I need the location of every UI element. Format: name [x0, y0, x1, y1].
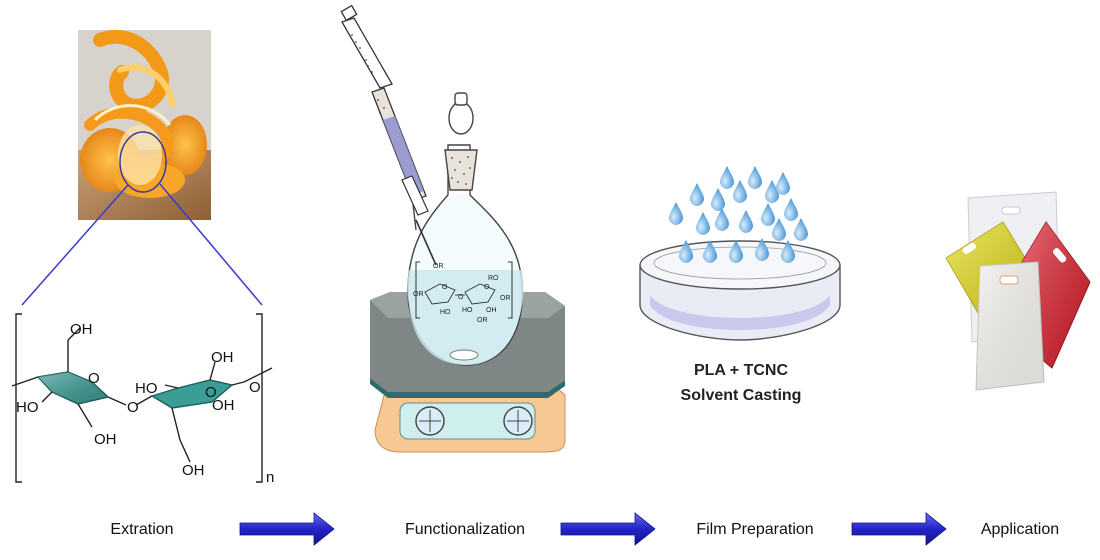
ring-o-3: O	[484, 284, 490, 291]
drop-15	[794, 218, 808, 241]
ho-label-1: HO	[16, 399, 39, 416]
drop-7	[776, 172, 790, 195]
drop-10	[715, 208, 729, 231]
ring-o-1: O	[442, 284, 448, 291]
oh-label-5: OH	[182, 462, 205, 479]
flask-stopper	[444, 92, 478, 191]
solvent-drops	[669, 166, 808, 263]
drop-14	[772, 218, 786, 241]
drop-1	[720, 166, 734, 189]
drop-9	[696, 212, 710, 235]
ring-oxygen-2: O	[127, 399, 139, 416]
oh-label-4: OH	[212, 397, 235, 414]
bag-white-front	[975, 261, 1045, 391]
left-bracket	[15, 313, 22, 483]
drop-3	[690, 183, 704, 206]
oh-label-3: OH	[94, 431, 117, 448]
oh-label-1: OH	[70, 321, 93, 338]
or-label-3: OR	[413, 291, 424, 298]
ho-flask-2: HO	[462, 307, 473, 314]
right-bracket	[256, 313, 263, 483]
or-label-1: OR	[433, 263, 444, 270]
arrow-right-icon-3	[851, 512, 947, 546]
ring-oxygen-4: O	[249, 379, 261, 396]
syringe-needle	[415, 219, 437, 266]
stage-label-application: Application	[981, 521, 1059, 538]
cellulose-structure	[11, 313, 273, 483]
drop-18	[729, 240, 743, 263]
or-label-5: OR	[500, 295, 511, 302]
or-label-4: OR	[477, 317, 488, 324]
arrow-right-icon-2	[560, 512, 656, 546]
or-label-2: RO	[488, 275, 499, 282]
drop-6	[765, 180, 779, 203]
arrow-right-icon-1	[239, 512, 335, 546]
drop-5	[733, 180, 747, 203]
round-bottom-flask	[398, 92, 524, 366]
drop-16	[679, 240, 693, 263]
knob-right	[503, 406, 533, 436]
cellulose-labels: OH OH HO HO OH OH OH O O O O n	[16, 321, 274, 486]
ring-oxygen-3: O	[205, 384, 217, 401]
flask-molecule-labels: OR RO OR OR OR O O O HO HO OH	[413, 263, 511, 324]
syringe	[340, 4, 437, 266]
stage-label-extraction: Extration	[110, 521, 173, 538]
drop-2	[748, 166, 762, 189]
drop-8	[669, 202, 683, 225]
drop-17	[703, 240, 717, 263]
zoom-line-right	[159, 183, 263, 306]
oh-label-2: OH	[211, 349, 234, 366]
syringe-plunger	[341, 17, 393, 89]
drop-19	[755, 238, 769, 261]
ring-o-2: O	[458, 294, 464, 301]
knob-left	[415, 406, 445, 436]
drop-4	[711, 188, 725, 211]
drop-13	[784, 198, 798, 221]
flow-arrows	[239, 512, 947, 546]
casting-caption: PLA + TCNC Solvent Casting	[681, 362, 802, 404]
stage-labels: Extration Functionalization Film Prepara…	[110, 521, 1059, 538]
ho-label-2: HO	[135, 380, 158, 397]
drop-12	[761, 203, 775, 226]
zoom-circle	[119, 131, 167, 193]
stage-label-functionalization: Functionalization	[405, 521, 525, 538]
casting-line-2: Solvent Casting	[681, 387, 802, 404]
drop-11	[739, 210, 753, 233]
zoom-line-left	[21, 184, 129, 306]
drop-20	[781, 240, 795, 263]
ring-oxygen-1: O	[88, 370, 100, 387]
ho-flask-1: HO	[440, 309, 451, 316]
repeat-subscript: n	[266, 469, 274, 486]
stage-label-film-preparation: Film Preparation	[696, 521, 813, 538]
casting-line-1: PLA + TCNC	[694, 362, 789, 379]
oh-flask-1: OH	[486, 307, 497, 314]
